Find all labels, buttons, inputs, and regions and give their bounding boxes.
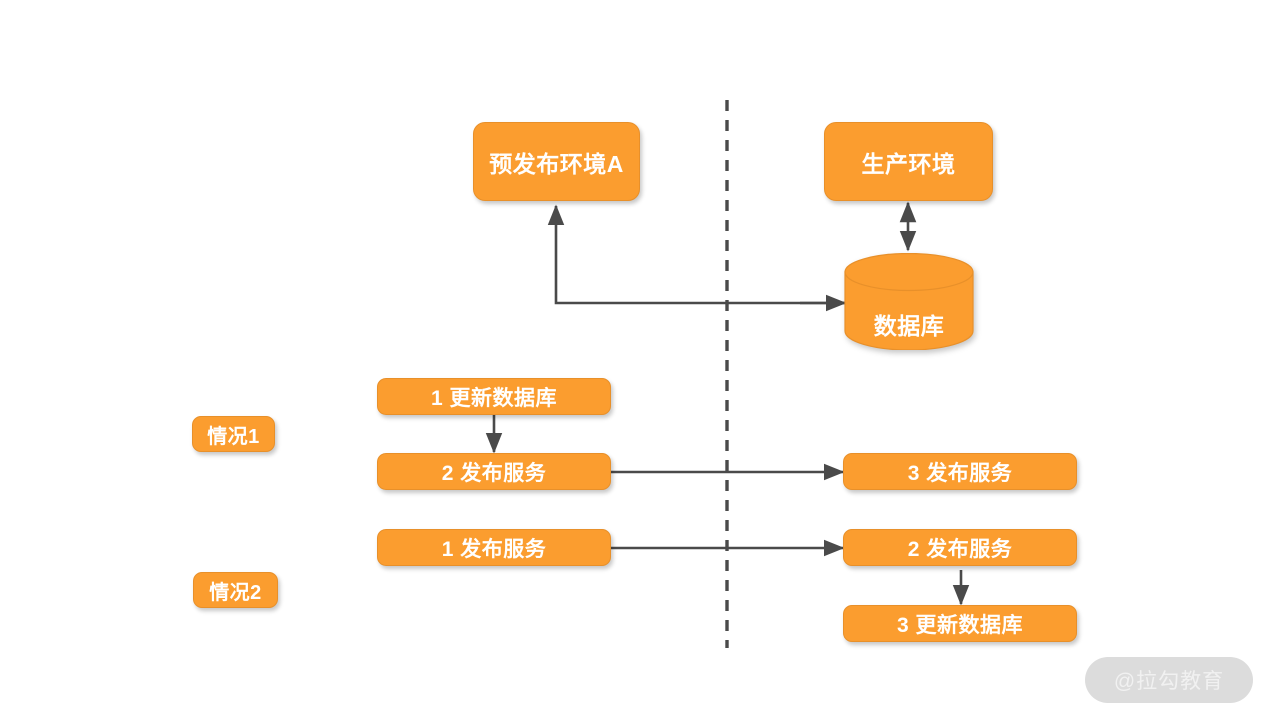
node-database-label: 数据库 — [873, 313, 945, 339]
node-database[interactable]: 数据库 — [843, 253, 975, 350]
node-production-environment[interactable]: 生产环境 — [824, 122, 993, 201]
case-tag-1: 情况1 — [192, 416, 275, 452]
case2-right-step-2[interactable]: 2 发布服务 — [843, 529, 1077, 566]
case1-right-step-3-label: 3 发布服务 — [907, 461, 1013, 485]
case-tag-1-label: 情况1 — [207, 425, 260, 448]
case2-right-step-3[interactable]: 3 更新数据库 — [843, 605, 1077, 642]
node-pre-release-environment[interactable]: 预发布环境A — [473, 122, 640, 201]
case1-left-step-1[interactable]: 1 更新数据库 — [377, 378, 611, 415]
watermark-badge: @拉勾教育 — [1085, 657, 1253, 703]
case2-left-step-1-label: 1 发布服务 — [441, 537, 547, 561]
case1-right-step-3[interactable]: 3 发布服务 — [843, 453, 1077, 490]
case2-right-step-3-label: 3 更新数据库 — [896, 613, 1023, 637]
case-tag-2-label: 情况2 — [209, 581, 262, 604]
case1-left-step-2[interactable]: 2 发布服务 — [377, 453, 611, 490]
watermark-label: @拉勾教育 — [1113, 670, 1225, 693]
arrow-database-to-pre-release — [547, 204, 845, 305]
case1-left-step-1-label: 1 更新数据库 — [430, 386, 557, 410]
case2-left-step-1[interactable]: 1 发布服务 — [377, 529, 611, 566]
node-pre-release-environment-label: 预发布环境A — [489, 150, 624, 177]
database-cylinder-icon — [844, 253, 974, 350]
case-tag-2: 情况2 — [193, 572, 278, 608]
case1-left-step-2-label: 2 发布服务 — [441, 461, 547, 485]
case2-right-step-2-label: 2 发布服务 — [907, 537, 1013, 561]
node-production-environment-label: 生产环境 — [861, 150, 956, 177]
